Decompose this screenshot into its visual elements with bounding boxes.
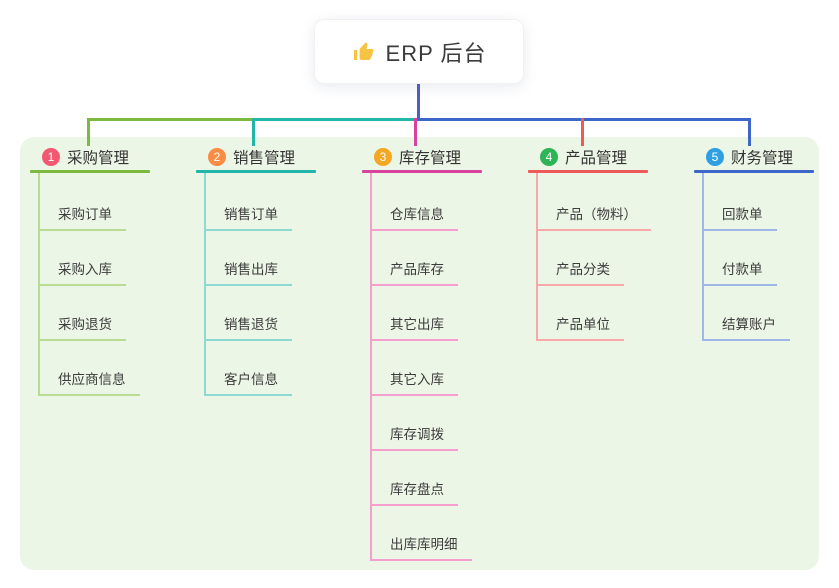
children-connector-line xyxy=(702,173,704,341)
branch-number-badge: 3 xyxy=(374,148,392,166)
branch-drop-line-2 xyxy=(252,118,255,146)
branch-node-2[interactable]: 2 销售管理 xyxy=(208,147,295,167)
branch-number-badge: 1 xyxy=(42,148,60,166)
branch-label: 财务管理 xyxy=(731,150,794,167)
child-node[interactable]: 回款单 xyxy=(702,206,777,231)
branch-underline xyxy=(694,170,814,173)
branches-panel xyxy=(20,137,819,570)
branch-column-5: 5 财务管理回款单付款单结算账户 xyxy=(694,145,839,349)
child-node[interactable]: 库存调拨 xyxy=(370,426,458,451)
root-connector-line xyxy=(417,84,420,121)
child-node[interactable]: 库存盘点 xyxy=(370,481,458,506)
children-connector-line xyxy=(370,173,372,561)
branch-column-2: 2 销售管理销售订单销售出库销售退货客户信息 xyxy=(196,145,356,404)
child-node[interactable]: 客户信息 xyxy=(204,371,292,396)
root-node-erp[interactable]: ERP 后台 xyxy=(314,19,524,84)
branch-number-badge: 4 xyxy=(540,148,558,166)
child-node[interactable]: 销售订单 xyxy=(204,206,292,231)
branch-drop-line-4 xyxy=(581,118,584,146)
child-node[interactable]: 出库库明细 xyxy=(370,536,472,561)
child-node[interactable]: 采购入库 xyxy=(38,261,126,286)
branch-drop-line-5 xyxy=(748,118,751,146)
child-node[interactable]: 仓库信息 xyxy=(370,206,458,231)
children-connector-line xyxy=(536,173,538,341)
child-node[interactable]: 产品分类 xyxy=(536,261,624,286)
branch-column-3: 3 库存管理仓库信息产品库存其它出库其它入库库存调拨库存盘点出库库明细 xyxy=(362,145,522,569)
child-node[interactable]: 产品（物料） xyxy=(536,206,651,231)
bus-segment-1 xyxy=(87,118,255,121)
thumbs-up-icon xyxy=(352,40,376,64)
branch-number-badge: 5 xyxy=(706,148,724,166)
child-node[interactable]: 其它出库 xyxy=(370,316,458,341)
branch-label: 库存管理 xyxy=(399,150,462,167)
branch-underline xyxy=(196,170,316,173)
branch-label: 销售管理 xyxy=(233,150,296,167)
branch-label: 采购管理 xyxy=(67,150,130,167)
root-node-label: ERP 后台 xyxy=(385,40,487,66)
branch-column-4: 4 产品管理产品（物料） 产品分类产品单位 xyxy=(528,145,688,349)
branch-drop-line-1 xyxy=(87,118,90,146)
branch-underline xyxy=(30,170,150,173)
branch-drop-line-3 xyxy=(414,118,417,146)
child-node[interactable]: 其它入库 xyxy=(370,371,458,396)
child-node[interactable]: 采购订单 xyxy=(38,206,126,231)
child-node[interactable]: 销售出库 xyxy=(204,261,292,286)
branch-column-1: 1 采购管理采购订单采购入库采购退货供应商信息 xyxy=(30,145,190,404)
branch-underline xyxy=(362,170,482,173)
branch-node-5[interactable]: 5 财务管理 xyxy=(706,147,793,167)
child-node[interactable]: 付款单 xyxy=(702,261,777,286)
branch-node-4[interactable]: 4 产品管理 xyxy=(540,147,627,167)
child-node[interactable]: 产品单位 xyxy=(536,316,624,341)
child-node[interactable]: 产品库存 xyxy=(370,261,458,286)
branch-node-3[interactable]: 3 库存管理 xyxy=(374,147,461,167)
branch-label: 产品管理 xyxy=(565,150,628,167)
bus-segment-3 xyxy=(417,118,751,121)
branch-number-badge: 2 xyxy=(208,148,226,166)
child-node[interactable]: 供应商信息 xyxy=(38,371,140,396)
child-node[interactable]: 采购退货 xyxy=(38,316,126,341)
child-node[interactable]: 销售退货 xyxy=(204,316,292,341)
branch-node-1[interactable]: 1 采购管理 xyxy=(42,147,129,167)
branch-underline xyxy=(528,170,648,173)
child-node[interactable]: 结算账户 xyxy=(702,316,790,341)
bus-segment-2 xyxy=(252,118,418,121)
